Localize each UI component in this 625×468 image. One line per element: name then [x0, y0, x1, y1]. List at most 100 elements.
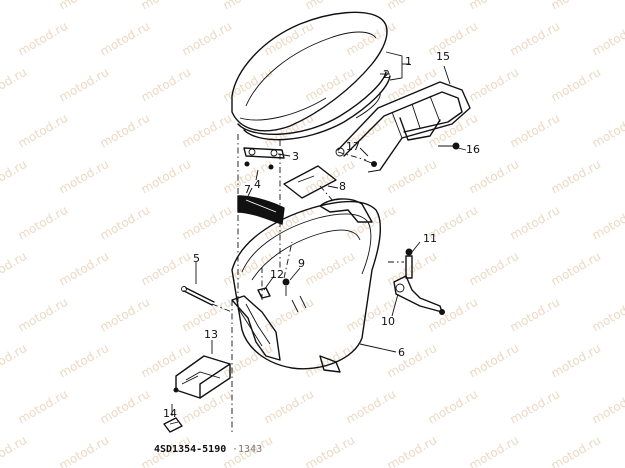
watermark-text: motod.ru: [590, 111, 625, 151]
watermark-text: motod.ru: [221, 0, 276, 13]
diagram-code-faint: ·1343: [232, 444, 262, 455]
watermark-text: motod.ru: [467, 157, 522, 197]
watermark-text: motod.ru: [57, 0, 112, 13]
watermark-text: motod.ru: [303, 249, 358, 289]
hinge-bracket-drawing: [243, 147, 285, 170]
watermark-text: motod.ru: [139, 341, 194, 381]
watermark-text: motod.ru: [303, 65, 358, 105]
watermark-text: motod.ru: [426, 295, 481, 335]
watermark-text: motod.ru: [508, 203, 563, 243]
seat-drawing: [231, 11, 391, 141]
watermark-text: motod.ru: [508, 387, 563, 427]
watermark-text: motod.ru: [385, 341, 440, 381]
watermark-text: motod.ru: [57, 341, 112, 381]
watermark-text: motod.ru: [549, 341, 604, 381]
watermark-text: motod.ru: [0, 433, 29, 468]
watermark-text: motod.ru: [0, 0, 29, 13]
watermark-text: motod.ru: [16, 387, 71, 427]
part-label-15: 15: [436, 50, 450, 63]
watermark-text: motod.ru: [385, 433, 440, 468]
watermark-text: motod.ru: [0, 341, 29, 381]
screw-17-drawing: [363, 159, 377, 167]
bolt-16-drawing: [438, 142, 460, 150]
watermark-text: motod.ru: [180, 203, 235, 243]
watermark-text: motod.ru: [139, 249, 194, 289]
watermark-text: motod.ru: [303, 0, 358, 13]
watermark-text: motod.ru: [508, 19, 563, 59]
part-label-13: 13: [204, 328, 218, 341]
watermark-text: motod.ru: [303, 433, 358, 468]
part-label-10: 10: [381, 315, 395, 328]
watermark-text: motod.ru: [508, 295, 563, 335]
bolts-9-12-drawing: [257, 278, 290, 299]
watermark-text: motod.ru: [467, 249, 522, 289]
part-label-6: 6: [398, 346, 405, 359]
watermark-text: motod.ru: [57, 65, 112, 105]
watermark-text: motod.ru: [98, 295, 153, 335]
watermark-text: motod.ru: [16, 111, 71, 151]
watermark-text: motod.ru: [344, 387, 399, 427]
watermark-text: motod.ru: [549, 433, 604, 468]
watermark-text: motod.ru: [139, 65, 194, 105]
watermark-text: motod.ru: [221, 65, 276, 105]
watermark-text: motod.ru: [549, 157, 604, 197]
watermark-text: motod.ru: [590, 387, 625, 427]
watermark-text: motod.ru: [262, 387, 317, 427]
watermark-text: motod.ru: [0, 157, 29, 197]
assembly-lines: [211, 134, 404, 432]
leader-lines: [171, 51, 467, 416]
part-label-14: 14: [163, 407, 177, 420]
watermark-text: motod.ru: [16, 19, 71, 59]
watermark-text: motod.ru: [139, 0, 194, 13]
watermark-text: motod.ru: [590, 19, 625, 59]
part-label-1: 1: [405, 55, 412, 68]
watermark-text: motod.ru: [57, 249, 112, 289]
watermark-text: motod.ru: [0, 249, 29, 289]
watermark-text: motod.ru: [262, 295, 317, 335]
diagram-code: 4SD1354-5190: [154, 444, 226, 455]
part-label-2: 2: [383, 68, 390, 81]
watermark-text: motod.ru: [16, 203, 71, 243]
watermark-text: motod.ru: [98, 387, 153, 427]
watermark-text: motod.ru: [467, 65, 522, 105]
part-label-5: 5: [193, 252, 200, 265]
watermark-text: motod.ru: [549, 249, 604, 289]
part-label-11: 11: [423, 232, 437, 245]
watermark-text: motod.ru: [98, 19, 153, 59]
watermark-text: motod.ru: [98, 111, 153, 151]
part-label-9: 9: [298, 257, 305, 270]
watermark-text: motod.ru: [221, 341, 276, 381]
watermark-text: motod.ru: [549, 0, 604, 13]
watermark-text: motod.ru: [0, 65, 29, 105]
watermark-text: motod.ru: [549, 65, 604, 105]
watermark-text: motod.ru: [426, 19, 481, 59]
cover-plate-8-drawing: [283, 165, 337, 199]
watermark-text: motod.ru: [57, 433, 112, 468]
watermark-text: motod.ru: [385, 0, 440, 13]
watermark-text: motod.ru: [303, 341, 358, 381]
watermark-text: motod.ru: [180, 19, 235, 59]
latch-10-drawing: [393, 248, 445, 315]
part-label-3: 3: [292, 150, 299, 163]
watermark-text: motod.ru: [57, 157, 112, 197]
watermark-text: motod.ru: [16, 295, 71, 335]
rod-5-drawing: [181, 286, 215, 306]
watermark-text: motod.ru: [180, 111, 235, 151]
watermark-text: motod.ru: [221, 249, 276, 289]
small-piece-14-drawing: [163, 387, 183, 433]
part-labels: 1 2 3 4 5 6 7 8 9 10 11 12 13 14 15 16 1…: [163, 50, 480, 420]
part-label-7: 7: [244, 183, 251, 196]
watermark-text: motod.ru: [426, 387, 481, 427]
seat-pad-7-drawing: [237, 195, 285, 225]
part-label-4: 4: [254, 178, 261, 191]
watermark-text: motod.ru: [590, 295, 625, 335]
watermark-text: motod.ru: [98, 203, 153, 243]
rear-carrier-drawing: [335, 81, 471, 173]
watermark-text: motod.ru: [467, 433, 522, 468]
watermark-text: motod.ru: [467, 341, 522, 381]
part-label-12: 12: [270, 268, 284, 281]
watermark-text: motod.ru: [262, 19, 317, 59]
